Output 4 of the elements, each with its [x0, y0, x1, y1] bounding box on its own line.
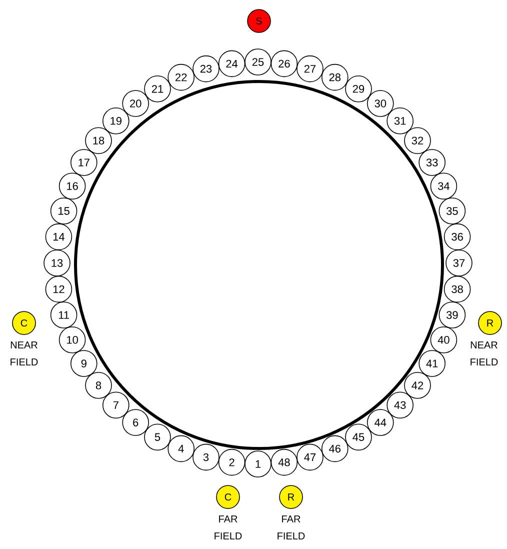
caption-text: NEAR FIELD: [470, 342, 498, 366]
caption-text: NEAR FIELD: [10, 342, 38, 366]
caption-text: FAR FIELD: [214, 516, 242, 540]
caption-text: FAR FIELD: [278, 516, 305, 540]
